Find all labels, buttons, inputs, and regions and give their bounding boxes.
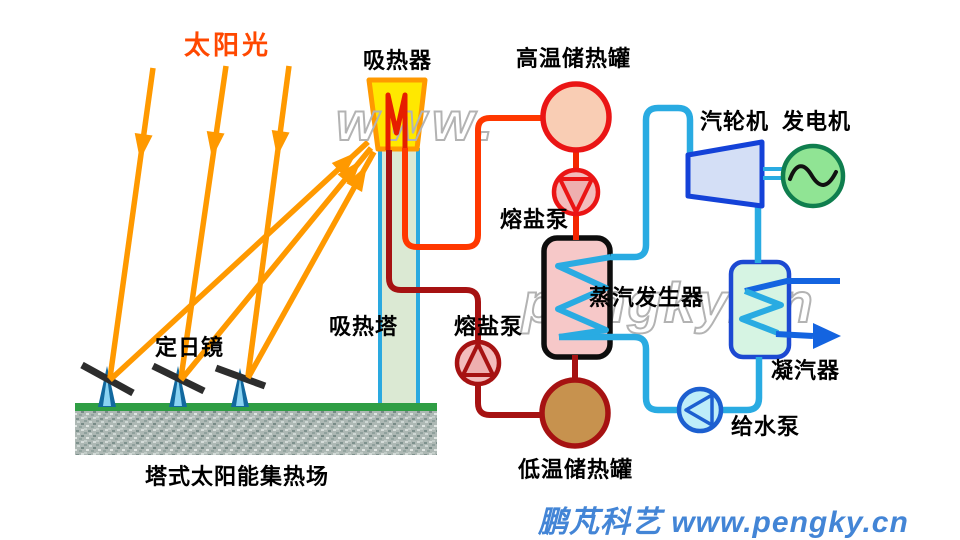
hot-salt-pipe: [402, 115, 544, 250]
footer-watermark: 鹏芃科艺 www.pengky.cn: [538, 506, 909, 539]
sun-rays-incoming: [107, 65, 292, 379]
ground: [75, 403, 437, 455]
condenser-label: 凝汽器: [771, 358, 841, 383]
cooling-outlet-arrowhead: [813, 323, 841, 349]
heliostat-2: [151, 362, 206, 407]
cooling-water-inlet: [744, 278, 840, 294]
reflected-rays: [108, 139, 377, 383]
watermark-outline-top: www.: [336, 92, 499, 152]
molten-salt-pump-upper-label: 熔盐泵: [500, 207, 570, 232]
cold-salt-pipe: [386, 150, 542, 418]
heliostat-3: [214, 364, 267, 407]
molten-salt-pump-upper: [551, 167, 601, 217]
absorber-label: 吸热器: [363, 48, 433, 73]
high-temp-tank: [540, 81, 612, 153]
feedwater-pipe: [559, 333, 763, 414]
absorber-tower: [378, 148, 420, 408]
sine-wave-icon: [788, 164, 838, 187]
heliostat-1: [80, 361, 135, 407]
steam-generator-label: 蒸汽发生器: [589, 285, 705, 310]
molten-salt-pump-lower-label: 熔盐泵: [454, 314, 524, 339]
generator-label: 发电机: [782, 109, 852, 134]
sunlight-label: 太阳光: [184, 30, 272, 60]
condenser-coil: [739, 288, 784, 336]
turbine-label: 汽轮机: [700, 109, 770, 134]
reflected-ray-arrowheads: [331, 152, 367, 193]
absorber-m-tube: [385, 92, 408, 150]
generator: [780, 143, 846, 209]
feed-water-pump: [676, 386, 724, 434]
molten-salt-pump-lower: [454, 339, 502, 387]
diagram-caption: 塔式太阳能集热场: [145, 464, 330, 489]
feed-water-pump-label: 给水泵: [731, 414, 801, 439]
sun-ray-arrowheads: [134, 130, 290, 160]
low-temp-tank-label: 低温储热罐: [518, 457, 634, 482]
cooling-water-outlet: [775, 331, 814, 339]
high-temp-tank-label: 高温储热罐: [516, 46, 632, 71]
steam-generator-coil: [555, 254, 612, 340]
heliostat-label: 定日镜: [155, 335, 225, 360]
low-temp-tank: [539, 377, 611, 449]
steam-turbine: [685, 139, 765, 209]
absorber-tower-label: 吸热塔: [329, 314, 399, 339]
steam-pipe-to-turbine: [611, 104, 694, 261]
absorber-receiver: [366, 77, 428, 152]
